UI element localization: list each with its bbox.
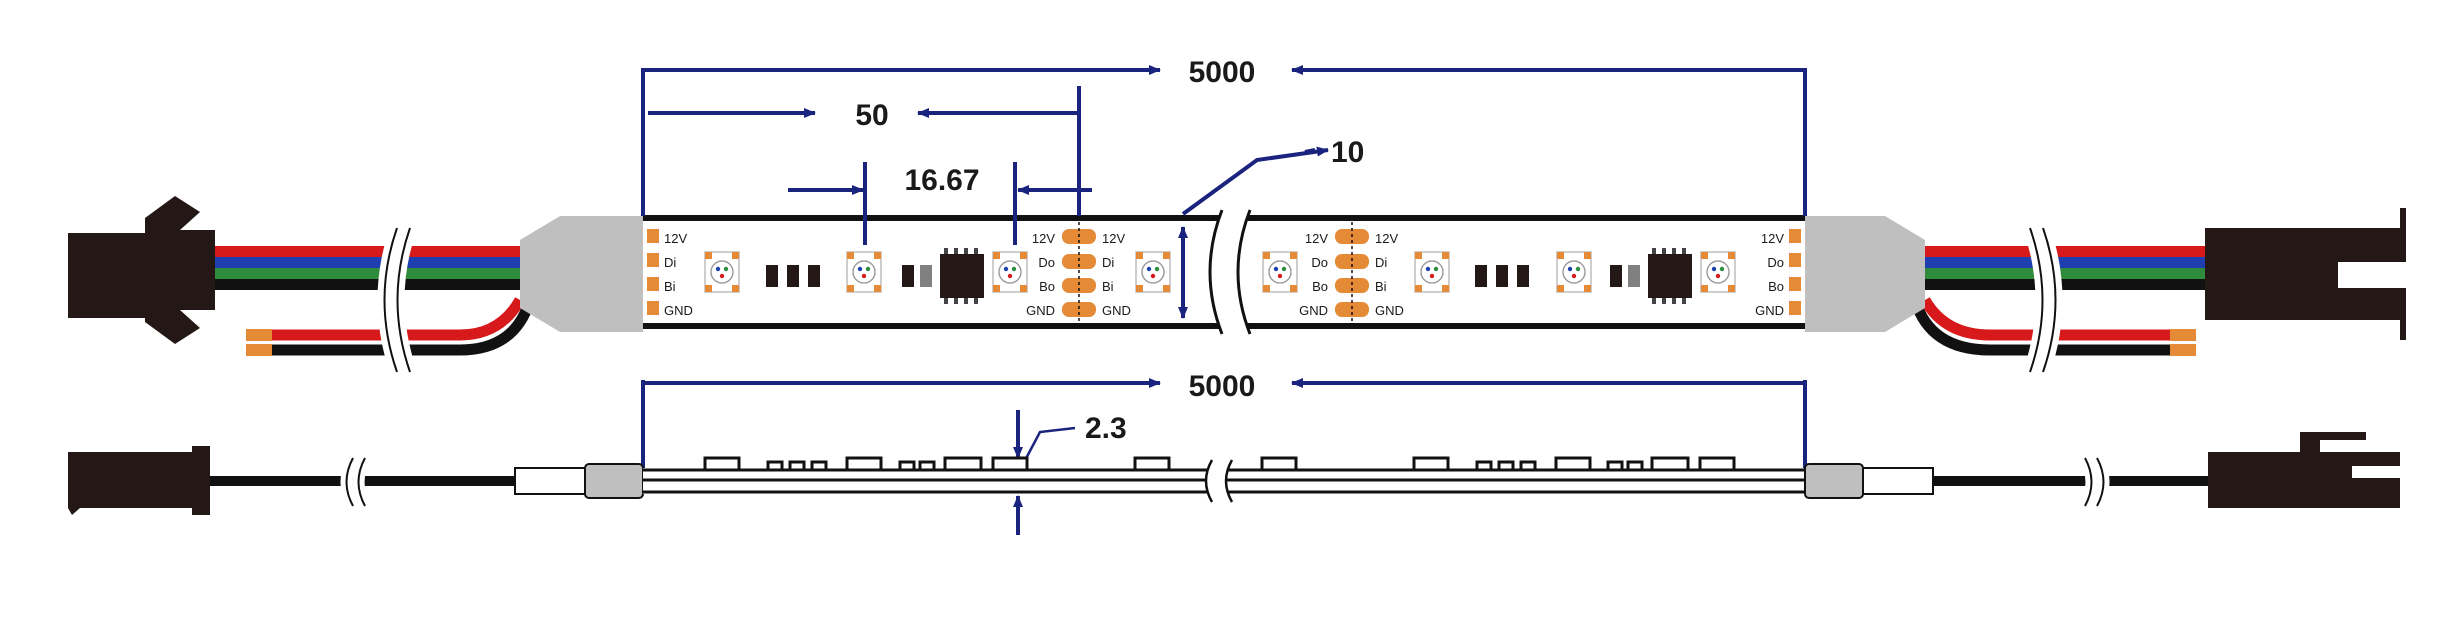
dim-thickness: 2.3	[1085, 412, 1127, 445]
dimension-lines-side	[641, 378, 1807, 535]
capacitor-icon	[902, 265, 914, 287]
pad-label-12v-cut2b: 12V	[1375, 231, 1398, 246]
dim-led-pitch: 16.67	[904, 164, 979, 197]
smd-led-icon	[1262, 251, 1298, 293]
dim-segment-pitch: 50	[855, 99, 888, 132]
ic-chip-icon	[1648, 248, 1692, 304]
pad-label-12v-right: 12V	[1761, 231, 1784, 246]
pad-label-do-cut1: Do	[1038, 255, 1055, 270]
pad-label-12v-cut1b: 12V	[1102, 231, 1125, 246]
pad-label-12v-left: 12V	[664, 231, 687, 246]
pad-label-bo-cut2: Bo	[1312, 279, 1328, 294]
smd-led-icon	[1414, 251, 1450, 293]
pad-label-bi-cut2b: Bi	[1375, 279, 1387, 294]
pad-label-di-cut2b: Di	[1375, 255, 1387, 270]
capacitor-icon	[1610, 265, 1622, 287]
right-pads	[1789, 229, 1801, 315]
pad-label-gnd-right: GND	[1755, 303, 1784, 318]
pad-label-gnd-cut1: GND	[1026, 303, 1055, 318]
dim-total-length-top: 5000	[1189, 56, 1256, 89]
break-mark-icon	[1208, 209, 1252, 335]
smd-led-icon	[1700, 251, 1736, 293]
pad-label-12v-cut2: 12V	[1305, 231, 1328, 246]
capacitor-icon	[920, 265, 932, 287]
smd-led-icon	[1135, 251, 1171, 293]
pad-label-bo-right: Bo	[1768, 279, 1784, 294]
smd-led-icon	[1556, 251, 1592, 293]
dim-total-length-side: 5000	[1189, 370, 1256, 403]
smd-led-icon	[704, 251, 740, 293]
pad-label-di-cut1b: Di	[1102, 255, 1114, 270]
cut-pads-right	[1335, 222, 1369, 324]
resistor-icon	[766, 265, 820, 287]
right-end-cap	[1805, 216, 1925, 332]
right-wire-bundle	[1909, 225, 2245, 375]
pad-label-do-cut2: Do	[1311, 255, 1328, 270]
cut-pads-left	[1062, 222, 1096, 324]
side-view-strip	[643, 456, 1805, 503]
left-wire-bundle	[210, 225, 536, 375]
smd-led-icon	[846, 251, 882, 293]
dimension-lines-top	[641, 65, 1807, 319]
ic-chip-icon	[940, 248, 984, 304]
jst-male-connector-icon	[68, 196, 215, 344]
left-end-cap	[520, 216, 643, 332]
side-view-right-cable	[1804, 432, 2400, 509]
pad-label-bi-left: Bi	[664, 279, 676, 294]
pad-label-di-left: Di	[664, 255, 676, 270]
pad-label-12v-cut1: 12V	[1032, 231, 1055, 246]
capacitor-icon	[1628, 265, 1640, 287]
pad-label-gnd-left: GND	[664, 303, 693, 318]
pad-label-gnd-cut1b: GND	[1102, 303, 1131, 318]
pad-label-do-right: Do	[1767, 255, 1784, 270]
resistor-icon	[1475, 265, 1529, 287]
thickness-leader	[1020, 426, 1076, 467]
pad-label-gnd-cut2b: GND	[1375, 303, 1404, 318]
dim-strip-width: 10	[1331, 136, 1364, 169]
pad-label-bi-cut1b: Bi	[1102, 279, 1114, 294]
left-pads	[647, 229, 659, 315]
jst-female-connector-icon	[2205, 208, 2406, 340]
side-view-left-cable	[68, 446, 644, 515]
pad-label-bo-cut1: Bo	[1039, 279, 1055, 294]
smd-led-icon	[992, 251, 1028, 293]
pad-label-gnd-cut2: GND	[1299, 303, 1328, 318]
